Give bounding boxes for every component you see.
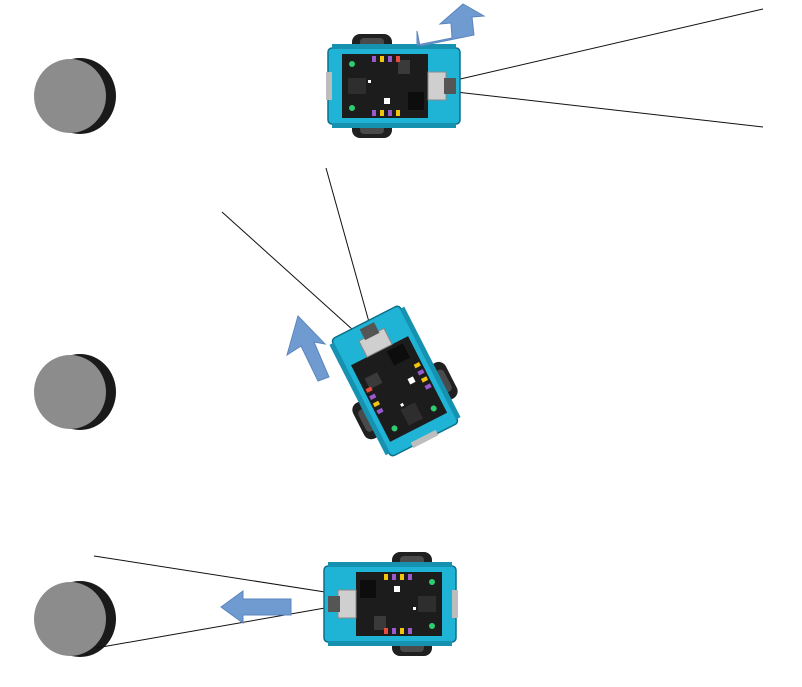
- sensor-beam-top: [455, 8, 764, 128]
- obstacle-top: [34, 58, 116, 134]
- sensor-beam-middle: [221, 167, 370, 331]
- robot-bottom: [323, 551, 459, 657]
- direction-arrow-middle: [286, 315, 330, 382]
- robot-top: [325, 33, 461, 139]
- obstacle-middle: [34, 354, 116, 430]
- obstacle-bottom: [34, 581, 116, 657]
- robot-middle: [317, 297, 473, 466]
- direction-arrow-bottom: [220, 590, 292, 624]
- direction-arrow-top: [416, 3, 486, 47]
